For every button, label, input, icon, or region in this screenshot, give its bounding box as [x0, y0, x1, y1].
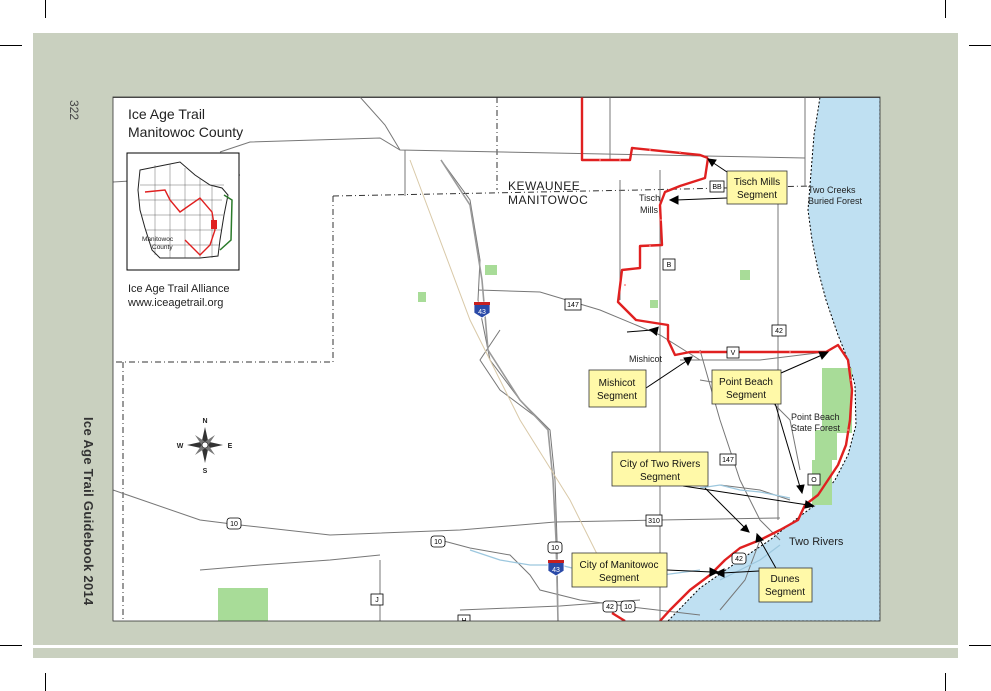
route-shield-b: B [662, 258, 676, 271]
svg-text:Point Beach: Point Beach [719, 377, 773, 388]
route-shield-42: 42 [602, 600, 618, 613]
county-label-kewaunee: KEWAUNEE [508, 179, 580, 193]
place-point-beach-line2: State Forest [791, 423, 841, 433]
svg-text:42: 42 [606, 604, 614, 611]
svg-text:10: 10 [230, 521, 238, 528]
svg-text:147: 147 [567, 302, 579, 309]
svg-text:Segment: Segment [765, 587, 805, 598]
callout-mishicot-segment: Mishicot Segment [588, 369, 647, 408]
route-shield-10: 10 [226, 517, 242, 530]
crop-mark [969, 645, 991, 646]
inset-county-label-line1: Manitowoc [142, 236, 174, 243]
svg-text:10: 10 [434, 539, 442, 546]
crop-mark [969, 45, 991, 46]
route-shield-j: J [370, 593, 384, 606]
svg-text:147: 147 [722, 457, 734, 464]
svg-text:Segment: Segment [726, 390, 766, 401]
place-point-beach-line1: Point Beach [791, 412, 840, 422]
callout-dunes-segment: Dunes Segment [758, 567, 813, 603]
map-border [112, 96, 881, 622]
route-shield-v: V [726, 346, 740, 359]
wisconsin-inset-map: Manitowoc County [126, 152, 240, 271]
crop-mark [0, 645, 22, 646]
svg-text:Segment: Segment [597, 391, 637, 402]
svg-text:V: V [731, 350, 736, 357]
svg-text:O: O [811, 477, 817, 484]
route-shield-10: 10 [547, 541, 563, 554]
svg-text:City of Two Rivers: City of Two Rivers [620, 459, 700, 470]
crop-mark [45, 0, 46, 18]
route-shield-310: 310 [645, 514, 663, 527]
crop-mark [945, 673, 946, 691]
svg-text:42: 42 [735, 556, 743, 563]
place-tisch-mills-line1: Tisch [639, 193, 660, 203]
svg-text:310: 310 [648, 518, 660, 525]
inset-county-label-line2: County [152, 244, 173, 251]
crop-mark [945, 0, 946, 18]
highway-43 [440, 159, 559, 621]
place-mishicot: Mishicot [629, 354, 663, 364]
svg-text:10: 10 [624, 604, 632, 611]
route-shield-h: H [457, 614, 471, 625]
compass-n: N [202, 418, 207, 425]
interstate-43-shield: 43 [473, 301, 491, 319]
route-shield-42: 42 [771, 324, 787, 337]
svg-text:B: B [667, 262, 672, 269]
place-tisch-mills-line2: Mills [640, 205, 658, 215]
place-two-creeks-line2: Buried Forest [808, 196, 863, 206]
compass-e: E [228, 443, 233, 450]
map-subtitle: Manitowoc County [128, 124, 243, 140]
callout-point-beach-segment: Point Beach Segment [711, 369, 782, 405]
svg-text:Dunes: Dunes [771, 574, 800, 585]
page-bottom-strip [33, 648, 958, 658]
svg-text:Tisch Mills: Tisch Mills [734, 177, 780, 188]
map-title: Ice Age Trail [128, 106, 205, 122]
svg-text:42: 42 [775, 328, 783, 335]
compass-w: W [177, 443, 184, 450]
svg-text:10: 10 [551, 545, 559, 552]
route-shield-bb: BB [709, 180, 725, 193]
org-url: www.iceagetrail.org [127, 297, 223, 309]
svg-text:Segment: Segment [737, 190, 777, 201]
svg-text:City of Manitowoc: City of Manitowoc [580, 560, 659, 571]
park-areas [218, 265, 852, 621]
route-shield-10: 10 [620, 600, 636, 613]
callout-city-two-rivers-segment: City of Two Rivers Segment [611, 451, 709, 487]
place-two-creeks-line1: Two Creeks [808, 185, 856, 195]
callout-arrows [626, 158, 830, 578]
county-label-manitowoc: MANITOWOC [508, 193, 588, 207]
crop-mark [0, 45, 22, 46]
township-line [113, 196, 334, 363]
crop-mark [45, 673, 46, 691]
compass-s: S [203, 468, 208, 475]
callout-tisch-mills-segment: Tisch Mills Segment [726, 170, 788, 205]
svg-text:BB: BB [712, 184, 722, 191]
svg-text:H: H [461, 618, 466, 625]
compass-rose-icon: N S E W [177, 418, 233, 475]
svg-text:Segment: Segment [640, 472, 680, 483]
railroad [409, 159, 601, 561]
interstate-43-shield: 43 [547, 559, 565, 577]
svg-text:J: J [375, 597, 379, 604]
svg-text:43: 43 [552, 567, 560, 574]
route-shield-147: 147 [564, 298, 582, 311]
route-shield-147: 147 [719, 453, 737, 466]
route-shield-o: O [807, 473, 821, 486]
route-shield-10: 10 [430, 535, 446, 548]
route-shield-42: 42 [731, 552, 747, 565]
svg-text:Segment: Segment [599, 573, 639, 584]
org-name: Ice Age Trail Alliance [128, 283, 230, 295]
place-two-rivers: Two Rivers [789, 536, 844, 548]
callout-city-manitowoc-segment: City of Manitowoc Segment [571, 552, 668, 588]
svg-text:Mishicot: Mishicot [599, 378, 636, 389]
svg-text:43: 43 [478, 309, 486, 316]
